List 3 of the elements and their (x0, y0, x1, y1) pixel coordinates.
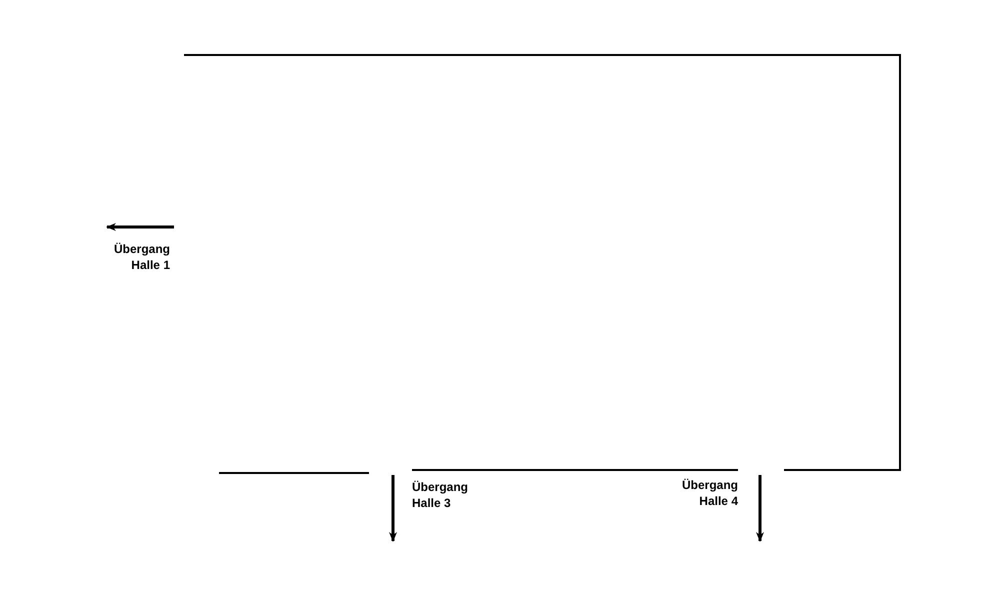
passage-label: Übergang Halle 3 (412, 479, 470, 511)
passage-label: Übergang Halle 1 (112, 241, 170, 273)
passage-label: Übergang Halle 4 (680, 477, 738, 509)
